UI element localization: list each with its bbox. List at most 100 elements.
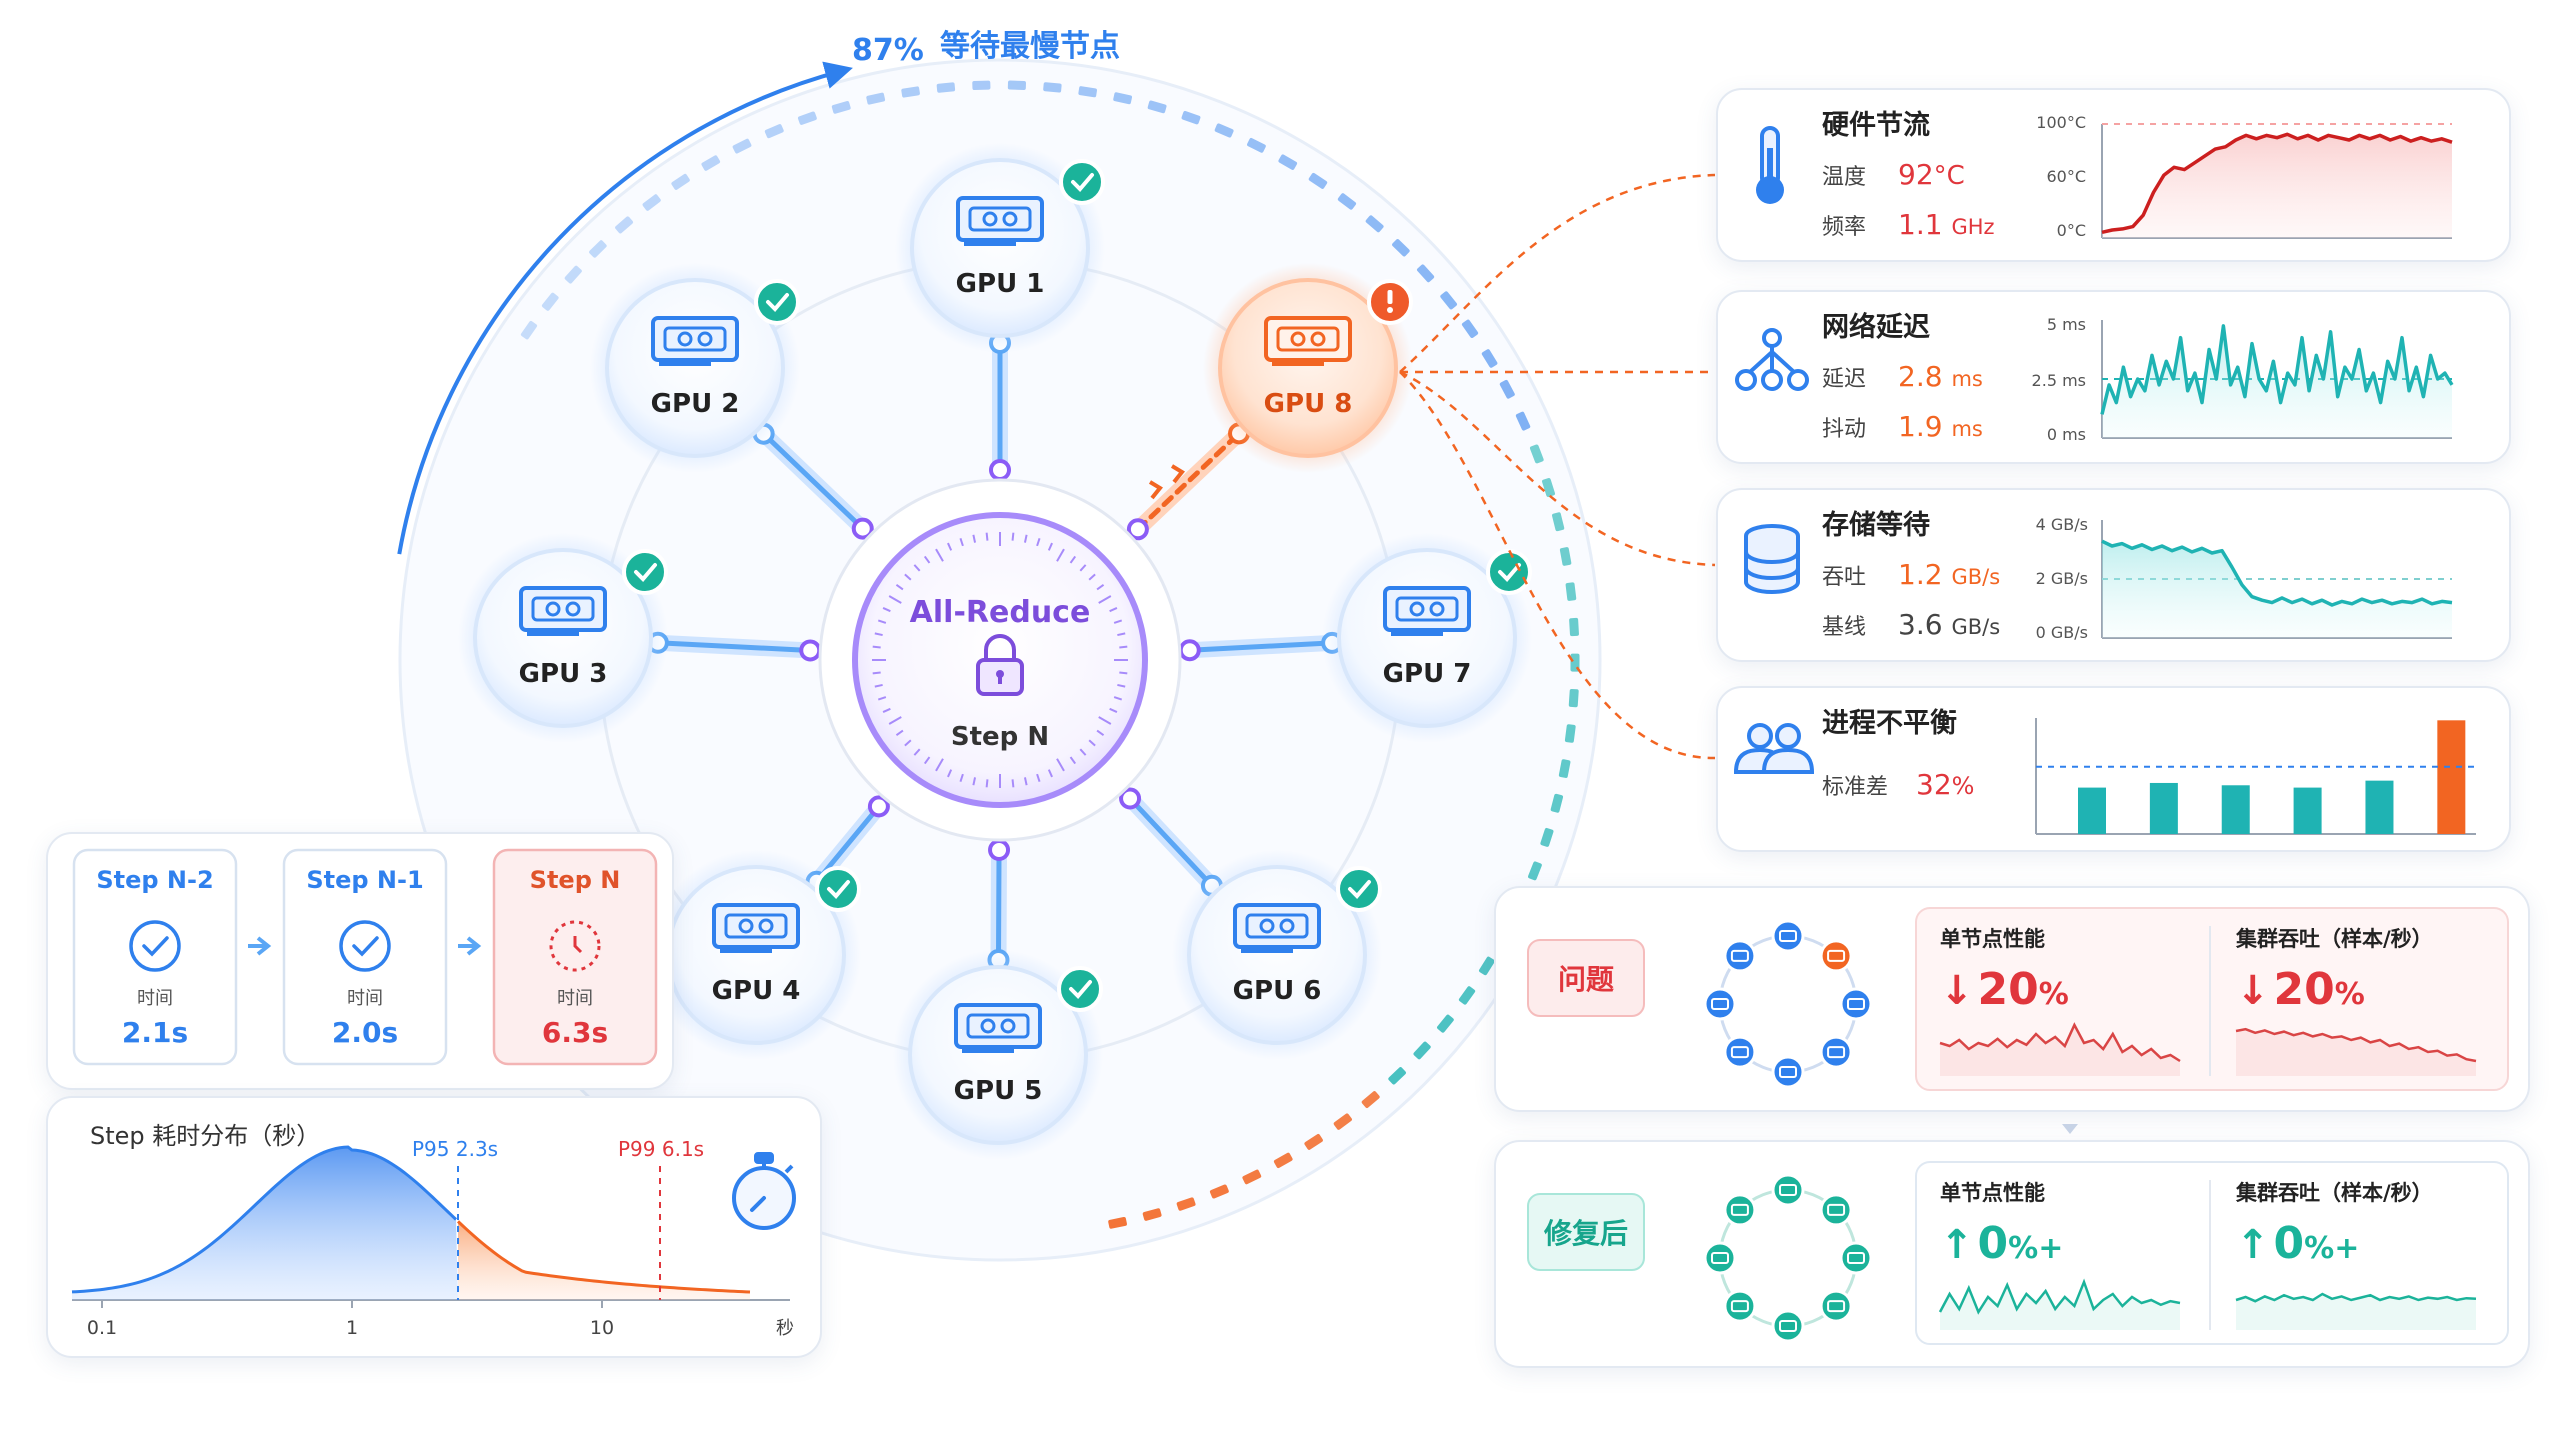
sparkline-area xyxy=(1940,1025,2180,1076)
center-tick xyxy=(985,779,989,788)
imbalance-row1-label: 标准差 xyxy=(1822,775,1888,800)
mini-node xyxy=(1819,1035,1853,1069)
network-chart xyxy=(2100,320,2454,439)
progress-dash xyxy=(1458,986,1476,1005)
gpu-node-4[interactable]: GPU 4 xyxy=(651,850,861,1060)
thermometer-icon xyxy=(1756,126,1784,204)
gpu-card-icon xyxy=(956,196,1044,246)
progress-dash xyxy=(1565,582,1577,601)
progress-dash xyxy=(615,216,633,234)
gpu-node-3[interactable]: GPU 3 xyxy=(458,533,668,743)
center-tick xyxy=(935,758,944,772)
center-tick xyxy=(904,739,912,747)
thermal-row2-label: 频率 xyxy=(1822,215,1866,240)
gpu-node-5[interactable]: GPU 5 xyxy=(893,950,1103,1160)
center-tick xyxy=(947,769,953,778)
imbalance-bar xyxy=(2437,720,2466,834)
center-tick xyxy=(959,773,964,783)
all-reduce-center: All-Reduce Step N xyxy=(818,478,1182,842)
imbalance-bar xyxy=(2365,780,2394,834)
imbalance-row1-value: 32% xyxy=(1916,768,1974,801)
alert-icon xyxy=(1367,279,1413,325)
spoke-inner-dot xyxy=(1119,787,1142,810)
step-card-2[interactable]: Step N 时间 6.3s xyxy=(492,848,658,1066)
gpu-node-2[interactable]: GPU 2 xyxy=(590,263,800,473)
center-title: All-Reduce xyxy=(910,595,1091,630)
check-icon xyxy=(754,279,800,325)
step-name: Step N xyxy=(530,866,621,894)
storage-row1-value: 1.2 GB/s xyxy=(1898,558,2000,591)
gpu-node-7[interactable]: GPU 7 xyxy=(1322,533,1532,743)
alert-chevrons xyxy=(1148,464,1185,500)
mini-node xyxy=(1771,1173,1805,1207)
mini-node xyxy=(1819,939,1853,973)
center-tick xyxy=(1113,619,1123,624)
arrow-right-icon xyxy=(248,936,272,956)
progress-dash xyxy=(831,101,851,114)
imbalance-bar xyxy=(2221,785,2250,834)
network-row1-label: 延迟 xyxy=(1822,367,1866,392)
mini-node xyxy=(1703,1241,1737,1275)
step-time-label: 时间 xyxy=(557,988,593,1009)
progress-dash xyxy=(1147,100,1167,114)
thermal-row2-value: 1.1 GHz xyxy=(1898,208,1995,241)
step-time-value: 6.3s xyxy=(542,1016,608,1049)
progress-dash xyxy=(564,265,582,284)
center-tick xyxy=(1109,607,1118,613)
compare-tag: 修复后 xyxy=(1543,1217,1628,1250)
sparkline-area xyxy=(1940,1282,2180,1330)
check-icon xyxy=(622,549,668,595)
center-tick xyxy=(1109,707,1118,713)
progress-dash xyxy=(972,80,991,91)
center-tick xyxy=(985,532,989,541)
progress-dash xyxy=(764,124,784,139)
center-tick xyxy=(877,619,887,624)
center-tick xyxy=(872,645,881,649)
network-panel-content: 网络延迟 延迟 2.8 ms 抖动 1.9 ms 5 ms 2.5 ms 0 m… xyxy=(1735,311,2454,444)
metric-title: 集群吞吐（样本/秒） xyxy=(2235,927,2433,951)
spoke-line xyxy=(995,847,1002,963)
gpu-card-icon xyxy=(1383,586,1471,636)
center-tick xyxy=(1036,537,1041,547)
storage-ytick-2: 0 GB/s xyxy=(2036,623,2088,642)
center-tick xyxy=(1079,564,1087,572)
center-tick xyxy=(1117,683,1126,688)
panel-connectors xyxy=(1399,173,1716,760)
mini-node xyxy=(1771,1055,1805,1089)
sparkline xyxy=(1938,1278,2181,1315)
network-row2-label: 抖动 xyxy=(1822,417,1866,442)
progress-dash xyxy=(1528,861,1542,881)
chart-area xyxy=(2102,541,2452,638)
progress-dash xyxy=(1461,319,1479,338)
progress-dash xyxy=(642,194,661,211)
progress-dash xyxy=(1499,379,1515,399)
progress-dash xyxy=(1569,617,1579,637)
gpu-node-8[interactable]: GPU 8 xyxy=(1203,263,1413,473)
mini-node xyxy=(1703,987,1737,1021)
thermal-ytick-1: 60°C xyxy=(2046,167,2086,186)
progress-dash xyxy=(1181,110,1201,125)
mini-node xyxy=(1839,1241,1873,1275)
check-icon xyxy=(815,866,861,912)
arrow-right-icon xyxy=(458,936,482,956)
gpu-node-6[interactable]: GPU 6 xyxy=(1172,850,1382,1060)
gpu-node-1[interactable]: GPU 1 xyxy=(895,143,1105,353)
network-row2-value: 1.9 ms xyxy=(1898,410,1983,443)
gpu-label: GPU 3 xyxy=(519,659,608,689)
progress-dash xyxy=(797,111,817,125)
gpu-card-icon xyxy=(651,316,739,366)
center-tick xyxy=(923,555,931,564)
progress-dash xyxy=(1552,512,1565,532)
progress-dash xyxy=(1479,956,1495,976)
network-icon xyxy=(1735,328,1809,391)
progress-dash xyxy=(1078,86,1097,98)
progress-dash xyxy=(1247,137,1266,153)
center-tick xyxy=(923,756,931,765)
dist-area-blue xyxy=(72,1147,458,1300)
imbalance-bar xyxy=(2078,787,2106,834)
metric-title: 单节点性能 xyxy=(1940,1181,2045,1205)
